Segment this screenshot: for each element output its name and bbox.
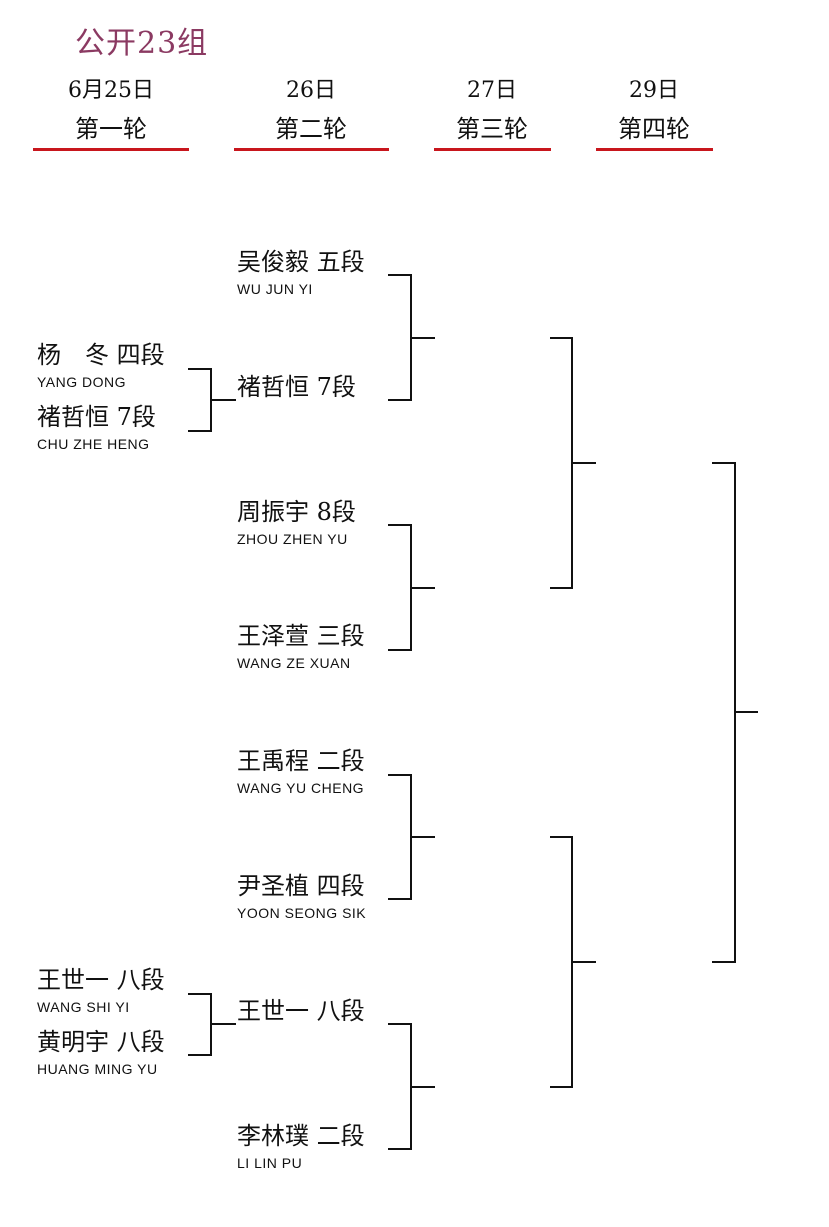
player-name-en: HUANG MING YU xyxy=(37,1061,158,1077)
round-underline xyxy=(33,148,189,151)
round2-player: 吴俊毅 五段 WU JUN YI xyxy=(237,248,365,298)
player-name: 王世一 八段 xyxy=(237,997,365,1025)
player-name-en: ZHOU ZHEN YU xyxy=(237,531,348,547)
player-name: 褚哲恒 7段 xyxy=(37,403,156,431)
round2-player: 李林璞 二段 LI LIN PU xyxy=(237,1122,365,1172)
player-name-en: WANG YU CHENG xyxy=(237,780,365,796)
round1-player: 杨 冬 四段 YANG DONG xyxy=(37,341,165,391)
player-name: 吴俊毅 五段 xyxy=(237,248,365,276)
round-date: 29日 xyxy=(629,78,679,103)
round1-player: 黄明宇 八段 HUANG MING YU xyxy=(37,1028,165,1078)
round-name: 第二轮 xyxy=(275,115,347,143)
round-date: 6月25日 xyxy=(68,78,154,103)
round-header-2: 26日 第二轮 xyxy=(231,78,391,144)
player-name: 王泽萱 三段 xyxy=(237,622,365,650)
player-name: 杨 冬 四段 xyxy=(37,341,165,369)
player-name: 尹圣植 四段 xyxy=(237,872,365,900)
player-name: 周振宇 8段 xyxy=(237,498,356,526)
player-name-en: CHU ZHE HENG xyxy=(37,436,150,452)
round-header-1: 6月25日 第一轮 xyxy=(31,78,191,144)
round2-player: 王世一 八段 xyxy=(237,997,365,1025)
round-header-4: 29日 第四轮 xyxy=(574,78,734,144)
round1-player: 褚哲恒 7段 CHU ZHE HENG xyxy=(37,403,156,453)
player-name-en: WANG ZE XUAN xyxy=(237,655,351,671)
round2-player: 王泽萱 三段 WANG ZE XUAN xyxy=(237,622,365,672)
round2-player: 周振宇 8段 ZHOU ZHEN YU xyxy=(237,498,356,548)
player-name-en: WU JUN YI xyxy=(237,281,313,297)
player-name: 黄明宇 八段 xyxy=(37,1028,165,1056)
round-underline xyxy=(434,148,551,151)
round-underline xyxy=(596,148,713,151)
round-name: 第四轮 xyxy=(618,115,690,143)
round-date: 27日 xyxy=(467,78,517,103)
player-name-en: WANG SHI YI xyxy=(37,999,130,1015)
round-underline xyxy=(234,148,389,151)
player-name-en: YOON SEONG SIK xyxy=(237,905,367,921)
player-name: 褚哲恒 7段 xyxy=(237,373,356,401)
round-name: 第一轮 xyxy=(75,115,147,143)
player-name: 王世一 八段 xyxy=(37,966,165,994)
group-title: 公开23组 xyxy=(75,26,209,61)
player-name: 李林璞 二段 xyxy=(237,1122,365,1150)
round2-player: 尹圣植 四段 YOON SEONG SIK xyxy=(237,872,366,922)
round-header-3: 27日 第三轮 xyxy=(412,78,572,144)
round-name: 第三轮 xyxy=(456,115,528,143)
player-name-en: YANG DONG xyxy=(37,374,127,390)
player-name: 王禹程 二段 xyxy=(237,747,365,775)
round2-player: 褚哲恒 7段 xyxy=(237,373,356,401)
round-date: 26日 xyxy=(286,78,336,103)
player-name-en: LI LIN PU xyxy=(237,1155,303,1171)
round1-player: 王世一 八段 WANG SHI YI xyxy=(37,966,165,1016)
round2-player: 王禹程 二段 WANG YU CHENG xyxy=(237,747,365,797)
